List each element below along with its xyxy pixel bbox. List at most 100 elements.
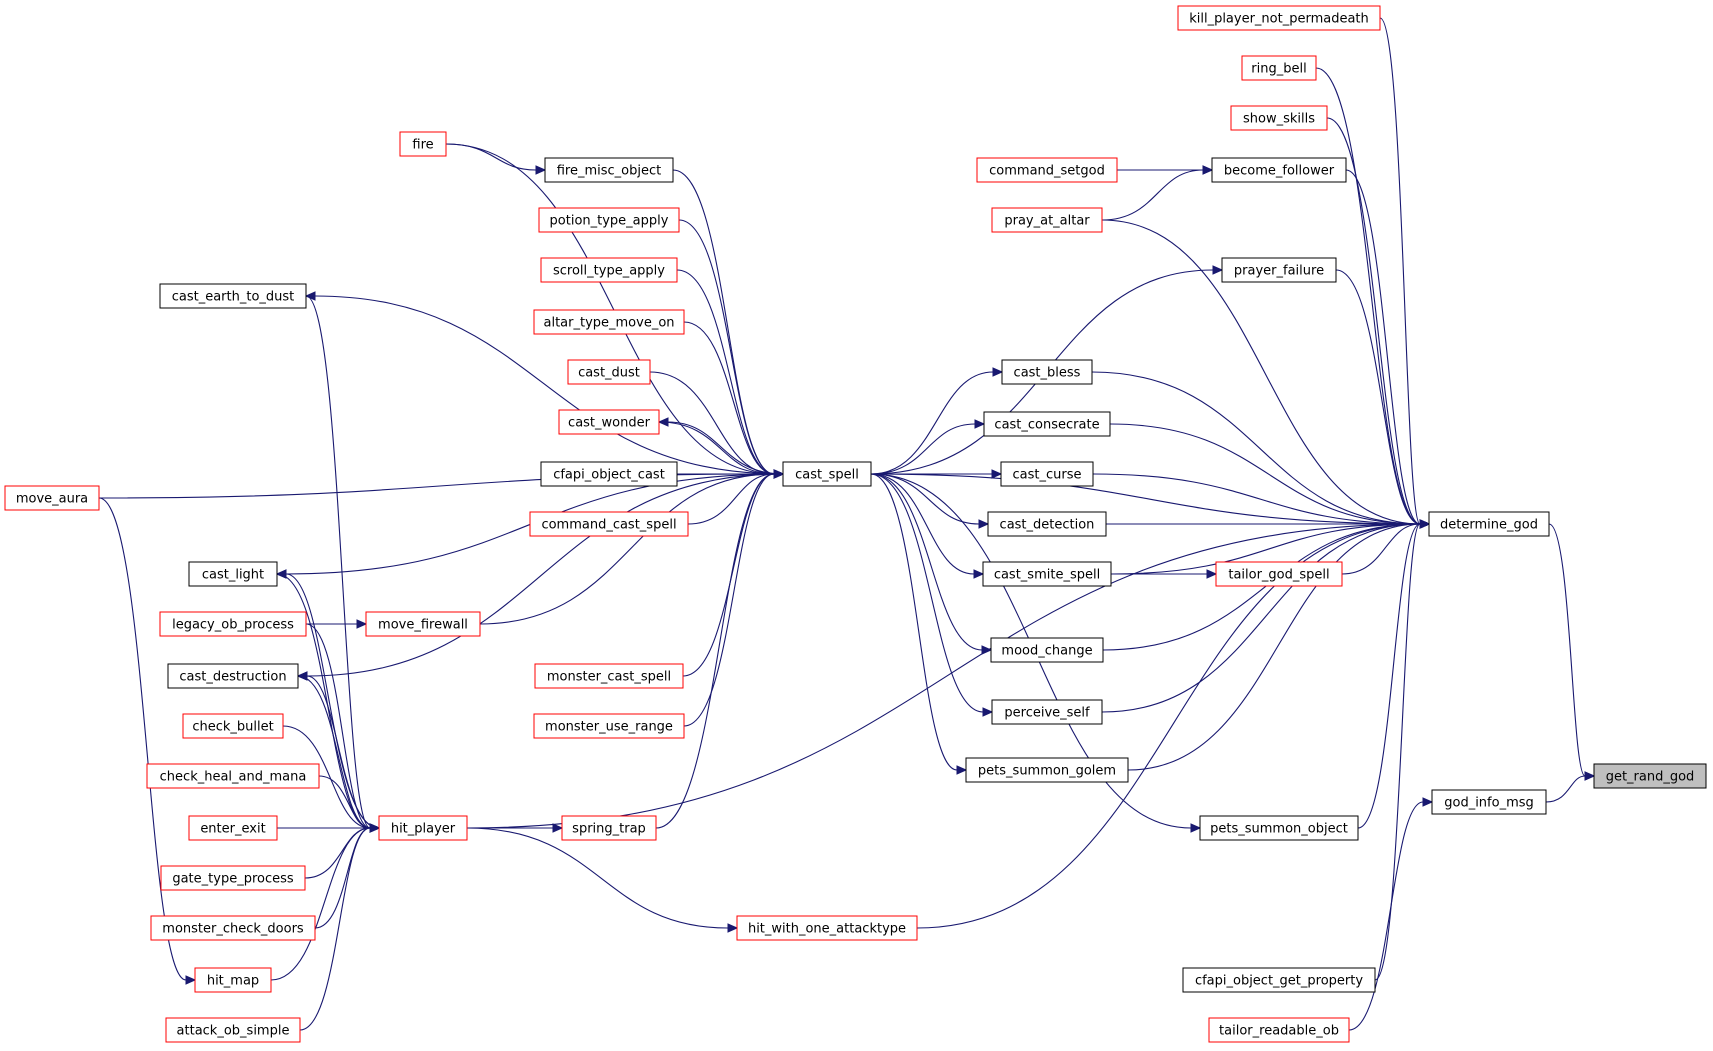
node-box-cast_dust[interactable] bbox=[567, 359, 651, 385]
node-box-pets_summon_object[interactable] bbox=[1199, 815, 1359, 841]
node-box-command_setgod[interactable] bbox=[976, 157, 1118, 183]
node-pets_summon_object[interactable]: pets_summon_object bbox=[1199, 815, 1359, 841]
node-box-cast_curse[interactable] bbox=[1000, 461, 1094, 487]
node-cast_earth_to_dust[interactable]: cast_earth_to_dust bbox=[159, 283, 307, 309]
node-box-cast_earth_to_dust[interactable] bbox=[159, 283, 307, 309]
node-box-hit_with_one_attacktype[interactable] bbox=[736, 915, 918, 941]
node-gate_type_process[interactable]: gate_type_process bbox=[160, 865, 306, 891]
node-box-enter_exit[interactable] bbox=[188, 815, 278, 841]
node-box-hit_map[interactable] bbox=[194, 967, 272, 993]
node-box-move_aura[interactable] bbox=[4, 485, 100, 511]
node-box-altar_type_move_on[interactable] bbox=[533, 309, 685, 335]
node-monster_check_doors[interactable]: monster_check_doors bbox=[150, 915, 316, 941]
node-box-pets_summon_golem[interactable] bbox=[965, 757, 1129, 783]
node-box-fire[interactable] bbox=[399, 131, 447, 157]
node-box-cast_light[interactable] bbox=[188, 561, 278, 587]
node-box-fire_misc_object[interactable] bbox=[544, 157, 674, 183]
node-box-legacy_ob_process[interactable] bbox=[159, 611, 307, 637]
node-scroll_type_apply[interactable]: scroll_type_apply bbox=[540, 257, 678, 283]
node-cast_light[interactable]: cast_light bbox=[188, 561, 278, 587]
node-box-prayer_failure[interactable] bbox=[1221, 257, 1337, 283]
node-command_cast_spell[interactable]: command_cast_spell bbox=[529, 511, 689, 537]
node-box-check_bullet[interactable] bbox=[182, 713, 284, 739]
node-become_follower[interactable]: become_follower bbox=[1211, 157, 1347, 183]
node-cast_curse[interactable]: cast_curse bbox=[1000, 461, 1094, 487]
node-show_skills[interactable]: show_skills bbox=[1230, 105, 1328, 131]
node-monster_cast_spell[interactable]: monster_cast_spell bbox=[534, 663, 684, 689]
node-box-monster_check_doors[interactable] bbox=[150, 915, 316, 941]
node-box-check_heal_and_mana[interactable] bbox=[146, 763, 320, 789]
node-box-cfapi_object_get_property[interactable] bbox=[1182, 967, 1376, 993]
node-enter_exit[interactable]: enter_exit bbox=[188, 815, 278, 841]
node-cfapi_object_get_property[interactable]: cfapi_object_get_property bbox=[1182, 967, 1376, 993]
node-box-god_info_msg[interactable] bbox=[1431, 789, 1547, 815]
node-pray_at_altar[interactable]: pray_at_altar bbox=[991, 207, 1103, 233]
node-cfapi_object_cast[interactable]: cfapi_object_cast bbox=[540, 461, 678, 487]
node-get_rand_god[interactable]: get_rand_god bbox=[1593, 763, 1707, 789]
node-box-move_firewall[interactable] bbox=[365, 611, 481, 637]
node-ring_bell[interactable]: ring_bell bbox=[1241, 55, 1317, 81]
node-box-gate_type_process[interactable] bbox=[160, 865, 306, 891]
node-god_info_msg[interactable]: god_info_msg bbox=[1431, 789, 1547, 815]
node-check_heal_and_mana[interactable]: check_heal_and_mana bbox=[146, 763, 320, 789]
node-box-get_rand_god[interactable] bbox=[1593, 763, 1707, 789]
node-box-tailor_readable_ob[interactable] bbox=[1208, 1017, 1350, 1043]
node-check_bullet[interactable]: check_bullet bbox=[182, 713, 284, 739]
node-tailor_readable_ob[interactable]: tailor_readable_ob bbox=[1208, 1017, 1350, 1043]
node-pets_summon_golem[interactable]: pets_summon_golem bbox=[965, 757, 1129, 783]
node-box-spring_trap[interactable] bbox=[561, 815, 657, 841]
node-box-scroll_type_apply[interactable] bbox=[540, 257, 678, 283]
node-box-perceive_self[interactable] bbox=[991, 699, 1103, 725]
node-box-pray_at_altar[interactable] bbox=[991, 207, 1103, 233]
node-box-cast_smite_spell[interactable] bbox=[982, 561, 1112, 587]
node-cast_wonder[interactable]: cast_wonder bbox=[558, 409, 660, 435]
node-box-tailor_god_spell[interactable] bbox=[1215, 561, 1343, 587]
node-box-command_cast_spell[interactable] bbox=[529, 511, 689, 537]
node-altar_type_move_on[interactable]: altar_type_move_on bbox=[533, 309, 685, 335]
node-box-monster_use_range[interactable] bbox=[533, 713, 685, 739]
node-box-attack_ob_simple[interactable] bbox=[165, 1017, 301, 1043]
node-prayer_failure[interactable]: prayer_failure bbox=[1221, 257, 1337, 283]
node-box-cast_consecrate[interactable] bbox=[983, 411, 1111, 437]
node-mood_change[interactable]: mood_change bbox=[990, 637, 1104, 663]
node-potion_type_apply[interactable]: potion_type_apply bbox=[538, 207, 680, 233]
node-box-cast_destruction[interactable] bbox=[167, 663, 299, 689]
node-box-become_follower[interactable] bbox=[1211, 157, 1347, 183]
node-spring_trap[interactable]: spring_trap bbox=[561, 815, 657, 841]
node-box-potion_type_apply[interactable] bbox=[538, 207, 680, 233]
node-cast_smite_spell[interactable]: cast_smite_spell bbox=[982, 561, 1112, 587]
node-monster_use_range[interactable]: monster_use_range bbox=[533, 713, 685, 739]
node-box-hit_player[interactable] bbox=[378, 815, 468, 841]
node-cast_bless[interactable]: cast_bless bbox=[1001, 359, 1093, 385]
node-cast_consecrate[interactable]: cast_consecrate bbox=[983, 411, 1111, 437]
node-determine_god[interactable]: determine_god bbox=[1428, 511, 1550, 537]
node-box-mood_change[interactable] bbox=[990, 637, 1104, 663]
node-command_setgod[interactable]: command_setgod bbox=[976, 157, 1118, 183]
node-cast_dust[interactable]: cast_dust bbox=[567, 359, 651, 385]
node-box-cast_spell[interactable] bbox=[782, 461, 872, 487]
node-box-cast_wonder[interactable] bbox=[558, 409, 660, 435]
node-attack_ob_simple[interactable]: attack_ob_simple bbox=[165, 1017, 301, 1043]
node-move_firewall[interactable]: move_firewall bbox=[365, 611, 481, 637]
node-move_aura[interactable]: move_aura bbox=[4, 485, 100, 511]
node-perceive_self[interactable]: perceive_self bbox=[991, 699, 1103, 725]
node-cast_spell[interactable]: cast_spell bbox=[782, 461, 872, 487]
node-box-cast_detection[interactable] bbox=[987, 511, 1107, 537]
node-box-show_skills[interactable] bbox=[1230, 105, 1328, 131]
node-hit_player[interactable]: hit_player bbox=[378, 815, 468, 841]
node-legacy_ob_process[interactable]: legacy_ob_process bbox=[159, 611, 307, 637]
node-fire_misc_object[interactable]: fire_misc_object bbox=[544, 157, 674, 183]
node-box-monster_cast_spell[interactable] bbox=[534, 663, 684, 689]
node-tailor_god_spell[interactable]: tailor_god_spell bbox=[1215, 561, 1343, 587]
node-box-kill_player_not_permadeath[interactable] bbox=[1177, 5, 1381, 31]
node-hit_map[interactable]: hit_map bbox=[194, 967, 272, 993]
node-cast_destruction[interactable]: cast_destruction bbox=[167, 663, 299, 689]
node-hit_with_one_attacktype[interactable]: hit_with_one_attacktype bbox=[736, 915, 918, 941]
node-kill_player_not_permadeath[interactable]: kill_player_not_permadeath bbox=[1177, 5, 1381, 31]
node-box-cast_bless[interactable] bbox=[1001, 359, 1093, 385]
node-fire[interactable]: fire bbox=[399, 131, 447, 157]
node-box-determine_god[interactable] bbox=[1428, 511, 1550, 537]
node-box-cfapi_object_cast[interactable] bbox=[540, 461, 678, 487]
node-cast_detection[interactable]: cast_detection bbox=[987, 511, 1107, 537]
node-box-ring_bell[interactable] bbox=[1241, 55, 1317, 81]
